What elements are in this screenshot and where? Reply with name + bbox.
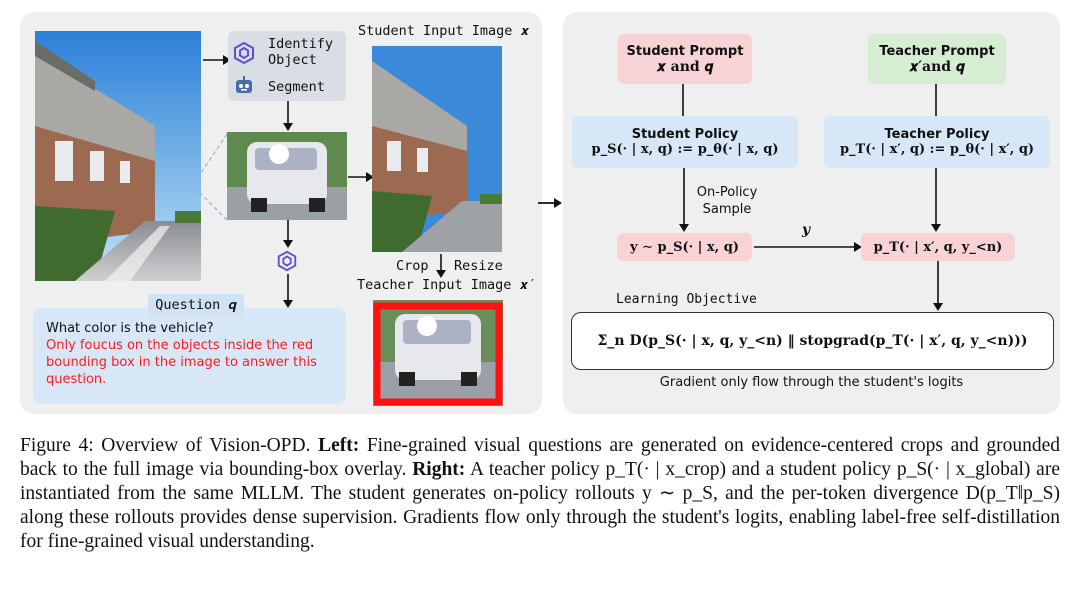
crop-label: Crop <box>396 258 429 274</box>
caption-right-text: A teacher policy p_T(· | x_crop) and a s… <box>20 459 1060 552</box>
arrow-icon <box>538 198 562 208</box>
objective-box: Σ_n D(p_S(· | x, q, y_<n) ‖ stopgrad(p_T… <box>571 312 1054 370</box>
arrow-icon <box>931 168 941 232</box>
openai-icon <box>234 41 254 65</box>
teacher-policy-box: Teacher Policy p_T(· | x′, q) := p_θ(· |… <box>824 116 1050 168</box>
student-prompt-title: Student Prompt <box>626 43 744 59</box>
caption-left-heading: Left: <box>318 435 360 456</box>
crop-guide-lines <box>198 133 228 221</box>
teacher-policy-formula: p_T(· | x′, q) := p_θ(· | x′, q) <box>839 142 1035 157</box>
scene-photo <box>35 31 201 281</box>
question-text: What color is the vehicle? <box>46 321 214 336</box>
robot-icon <box>236 76 252 93</box>
question-text-block: What color is the vehicle? Only foucus o… <box>46 320 336 388</box>
student-policy-formula: p_S(· | x, q) := p_θ(· | x, q) <box>591 142 779 157</box>
segment-label: Segment <box>268 79 325 95</box>
caption-right-heading: Right: <box>412 459 466 480</box>
arrow-icon <box>283 101 293 131</box>
arrow-icon <box>754 242 862 252</box>
y-label: y <box>802 222 811 238</box>
teacher-policy-title: Teacher Policy <box>884 127 990 142</box>
objective-label: Learning Objective <box>616 292 757 307</box>
arrow-icon <box>348 172 374 182</box>
teacher-prompt-vars: 𝒙′and 𝒒 <box>909 58 965 75</box>
caption-left-text: Fine-grained visual questions are genera… <box>20 435 1061 480</box>
caption-figure-label: Figure 4: Overview of Vision-OPD. <box>20 435 311 456</box>
cropped-vehicle <box>227 132 347 220</box>
arrow-icon <box>283 274 293 308</box>
student-input-image <box>372 46 502 252</box>
connector-line <box>682 84 684 116</box>
identify-label: Identify Object <box>268 36 334 68</box>
teacher-input-image <box>373 300 503 406</box>
sample-box: y ∼ p_S(· | x, q) <box>617 233 752 261</box>
teacher-prompt-box: Teacher Prompt 𝒙′and 𝒒 <box>868 34 1006 84</box>
teacher-prompt-title: Teacher Prompt <box>879 43 995 59</box>
arrow-icon <box>436 254 446 278</box>
student-policy-box: Student Policy p_S(· | x, q) := p_θ(· | … <box>572 116 798 168</box>
question-instruction: Only foucus on the objects inside the re… <box>46 338 317 387</box>
question-tag: Question 𝒒 <box>148 294 244 316</box>
arrow-icon <box>933 261 943 311</box>
openai-icon <box>277 250 297 272</box>
connector-line <box>935 84 937 116</box>
arrow-icon <box>203 55 231 65</box>
student-prompt-box: Student Prompt 𝒙 and 𝒒 <box>618 34 752 84</box>
student-policy-title: Student Policy <box>631 127 739 142</box>
question-box <box>33 308 346 404</box>
teacher-logits-formula: p_T(· | x′, q, y_<n) <box>873 239 1003 255</box>
student-input-label: Student Input Image 𝒙 <box>358 23 530 39</box>
resize-label: Resize <box>454 258 503 274</box>
figure-caption: Figure 4: Overview of Vision-OPD. Left: … <box>20 434 1060 554</box>
gradient-note: Gradient only flow through the student's… <box>659 375 964 390</box>
student-prompt-vars: 𝒙 and 𝒒 <box>656 58 714 75</box>
sample-formula: y ∼ p_S(· | x, q) <box>630 239 739 255</box>
teacher-input-label: Teacher Input Image 𝒙′ <box>357 277 537 293</box>
question-tag-text: Question 𝒒 <box>155 297 237 313</box>
on-policy-label: On-Policy Sample <box>696 185 758 217</box>
arrow-icon <box>679 168 689 232</box>
objective-formula: Σ_n D(p_S(· | x, q, y_<n) ‖ stopgrad(p_T… <box>597 333 1028 349</box>
arrow-icon <box>283 220 293 248</box>
teacher-logits-box: p_T(· | x′, q, y_<n) <box>861 233 1015 261</box>
